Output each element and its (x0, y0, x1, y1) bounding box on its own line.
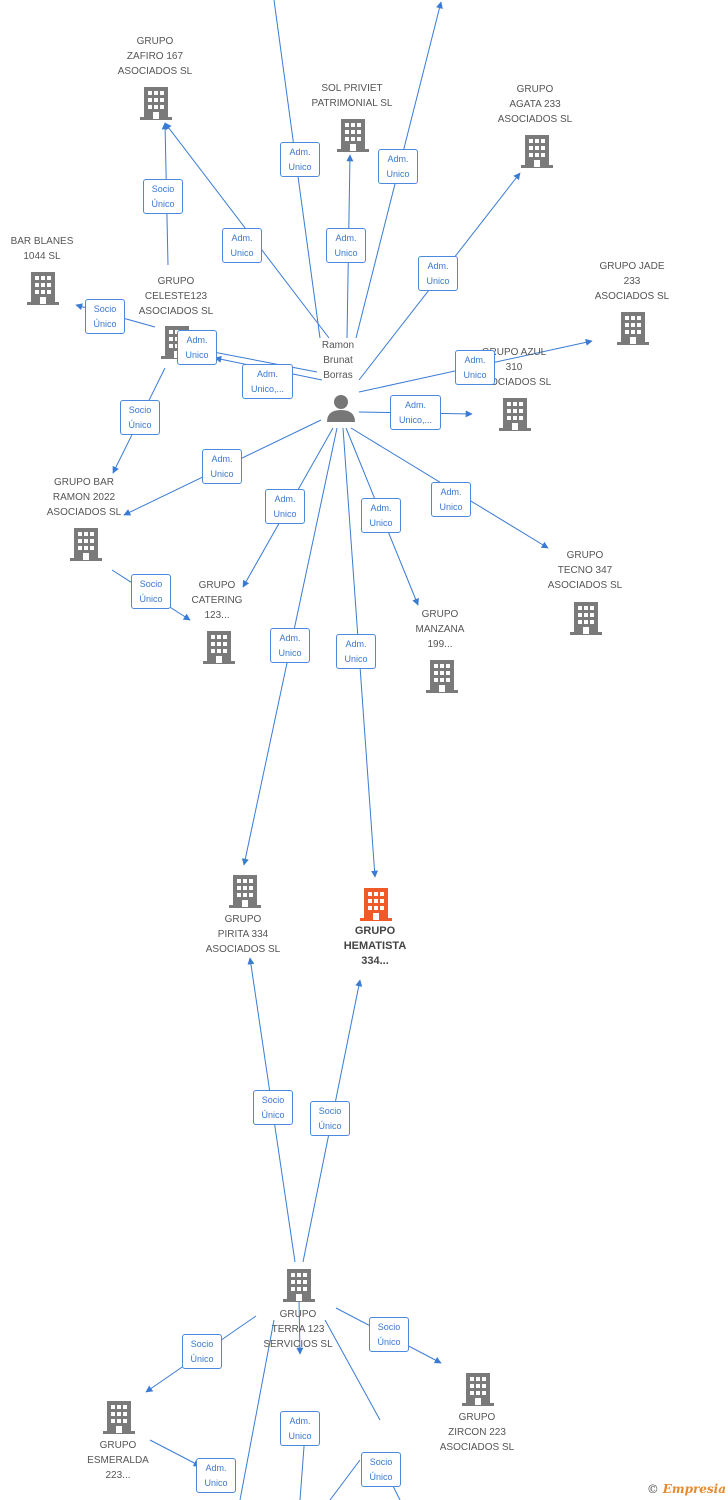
relationship-edge (324, 1319, 381, 1421)
building-icon[interactable] (521, 135, 553, 168)
edge-label-socio-unico[interactable]: Socio Único (361, 1452, 401, 1487)
building-icon[interactable] (203, 631, 235, 664)
brand-logo: Empresia (662, 1482, 726, 1496)
company-label-zircon[interactable]: GRUPO ZIRCON 223 ASOCIADOS SL (439, 1412, 515, 1453)
company-label-azul[interactable]: GRUPO AZUL 310 ASOCIADOS SL (476, 347, 552, 388)
building-icon[interactable] (70, 528, 102, 561)
company-label-barramon[interactable]: GRUPO BAR RAMON 2022 ASOCIADOS SL (46, 477, 122, 518)
building-icon[interactable] (462, 1373, 494, 1406)
copyright-icon: © (646, 1482, 659, 1496)
edge-label-adm-unico[interactable]: Adm. Unico (455, 350, 495, 385)
edge-label-adm-unico[interactable]: Adm. Unico (177, 330, 217, 365)
building-icon[interactable] (27, 272, 59, 305)
building-icon[interactable] (499, 398, 531, 431)
edge-label-socio-unico[interactable]: Socio Único (369, 1317, 409, 1352)
building-icon[interactable] (229, 875, 261, 908)
company-label-hematista[interactable]: GRUPO HEMATISTA 334... (343, 925, 407, 967)
company-label-catering[interactable]: GRUPO CATERING 123... (191, 580, 243, 621)
building-icon[interactable] (617, 312, 649, 345)
edge-label-socio-unico[interactable]: Socio Único (120, 400, 160, 435)
edge-label-adm-unico[interactable]: Adm. Unico (202, 449, 242, 484)
edge-label-adm-unico[interactable]: Adm. Unico (361, 498, 401, 533)
edge-label-adm-unico[interactable]: Adm. Unico (336, 634, 376, 669)
person-name[interactable]: Ramon Brunat Borras (321, 340, 355, 381)
edge-label-adm-unico-more[interactable]: Adm. Unico,... (390, 395, 441, 430)
person-icon[interactable] (327, 395, 355, 422)
edge-label-adm-unico[interactable]: Adm. Unico (196, 1458, 236, 1493)
edge-label-socio-unico[interactable]: Socio Único (253, 1090, 293, 1125)
edge-label-socio-unico[interactable]: Socio Único (131, 574, 171, 609)
building-icon[interactable] (337, 119, 369, 152)
edge-label-socio-unico[interactable]: Socio Único (182, 1334, 222, 1369)
company-label-sol[interactable]: SOL PRIVIET PATRIMONIAL SL (311, 83, 393, 109)
edge-lines (75, 0, 593, 1500)
company-label-pirita[interactable]: GRUPO PIRITA 334 ASOCIADOS SL (205, 914, 281, 955)
edge-label-adm-unico[interactable]: Adm. Unico (418, 256, 458, 291)
relationship-edge (329, 1459, 361, 1500)
edge-label-adm-unico[interactable]: Adm. Unico (378, 149, 418, 184)
company-label-terra[interactable]: GRUPO TERRA 123 SERVICIOS SL (263, 1309, 333, 1350)
building-icon[interactable] (140, 87, 172, 120)
relationship-edge (239, 1319, 275, 1500)
company-label-barblanes[interactable]: BAR BLANES 1044 SL (10, 236, 74, 262)
relationship-edge (296, 1299, 304, 1355)
building-icon[interactable] (426, 660, 458, 693)
edge-label-socio-unico[interactable]: Socio Único (310, 1101, 350, 1136)
node-icons (27, 87, 649, 1434)
building-icon[interactable] (360, 888, 392, 921)
edge-label-adm-unico-more[interactable]: Adm. Unico,... (242, 364, 293, 399)
edge-label-socio-unico[interactable]: Socio Único (143, 179, 183, 214)
edge-label-adm-unico[interactable]: Adm. Unico (265, 489, 305, 524)
company-label-jade[interactable]: GRUPO JADE 233 ASOCIADOS SL (594, 261, 670, 302)
edge-label-adm-unico[interactable]: Adm. Unico (270, 628, 310, 663)
company-label-zafiro[interactable]: GRUPO ZAFIRO 167 ASOCIADOS SL (117, 36, 193, 77)
footer-brand: © Empresia (647, 1482, 726, 1496)
company-label-esmeralda[interactable]: GRUPO ESMERALDA 223... (87, 1440, 149, 1481)
edge-label-adm-unico[interactable]: Adm. Unico (280, 1411, 320, 1446)
company-label-tecno[interactable]: GRUPO TECNO 347 ASOCIADOS SL (547, 550, 623, 591)
edge-label-adm-unico[interactable]: Adm. Unico (431, 482, 471, 517)
company-label-celeste[interactable]: GRUPO CELESTE123 ASOCIADOS SL (138, 276, 214, 317)
company-label-manzana[interactable]: GRUPO MANZANA 199... (415, 609, 465, 650)
company-label-agata[interactable]: GRUPO AGATA 233 ASOCIADOS SL (497, 84, 573, 125)
building-icon[interactable] (570, 602, 602, 635)
edge-label-adm-unico[interactable]: Adm. Unico (280, 142, 320, 177)
building-icon[interactable] (103, 1401, 135, 1434)
building-icon[interactable] (283, 1269, 315, 1302)
edge-label-adm-unico[interactable]: Adm. Unico (326, 228, 366, 263)
edge-label-socio-unico[interactable]: Socio Único (85, 299, 125, 334)
relationship-edge (149, 1439, 201, 1467)
edge-label-adm-unico[interactable]: Adm. Unico (222, 228, 262, 263)
